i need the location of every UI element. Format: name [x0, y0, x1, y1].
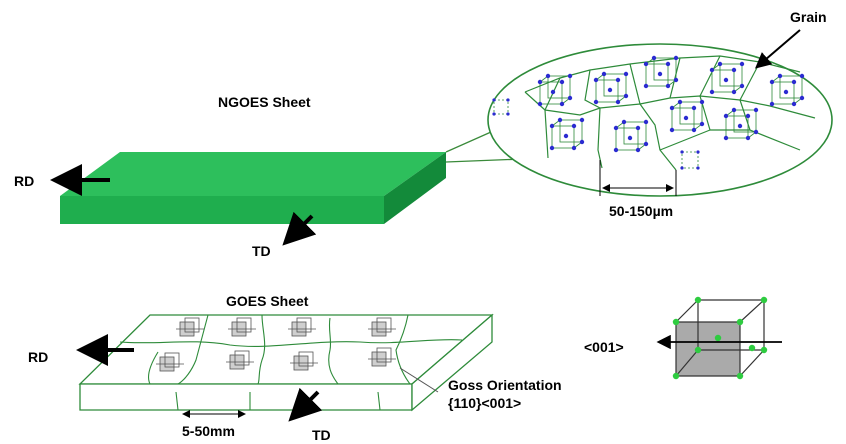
goes-title: GOES Sheet	[226, 293, 309, 309]
goss-orientation-line2: {110}<001>	[448, 395, 521, 411]
goes-td-arrow	[288, 387, 323, 422]
ngoes-rd-label: RD	[14, 173, 34, 189]
grain-magnified-view	[487, 43, 833, 197]
grain-arrow	[754, 29, 801, 69]
ngoes-td-arrow	[282, 211, 317, 246]
goes-sheet	[78, 313, 494, 412]
bcc-cube	[672, 296, 768, 380]
ngoes-title: NGOES Sheet	[218, 94, 311, 110]
ngoes-grain-size-dimension	[599, 160, 677, 196]
grain-boundaries	[524, 55, 816, 171]
cube-direction-label: <001>	[584, 339, 624, 355]
goss-pointer	[399, 367, 439, 393]
goes-grain-size-label: 5-50mm	[182, 423, 235, 439]
goes-td-label: TD	[312, 427, 331, 443]
goes-rd-label: RD	[28, 349, 48, 365]
goss-orientation-line1: Goss Orientation	[448, 377, 562, 393]
goes-grain-boundaries	[119, 314, 463, 411]
ngoes-td-label: TD	[252, 243, 271, 259]
goes-goss-cubes	[156, 317, 396, 372]
ngoes-sheet	[60, 152, 446, 224]
ngoes-grain-size-label: 50-150µm	[609, 203, 673, 219]
atoms	[492, 55, 805, 170]
grain-label: Grain	[790, 9, 827, 25]
